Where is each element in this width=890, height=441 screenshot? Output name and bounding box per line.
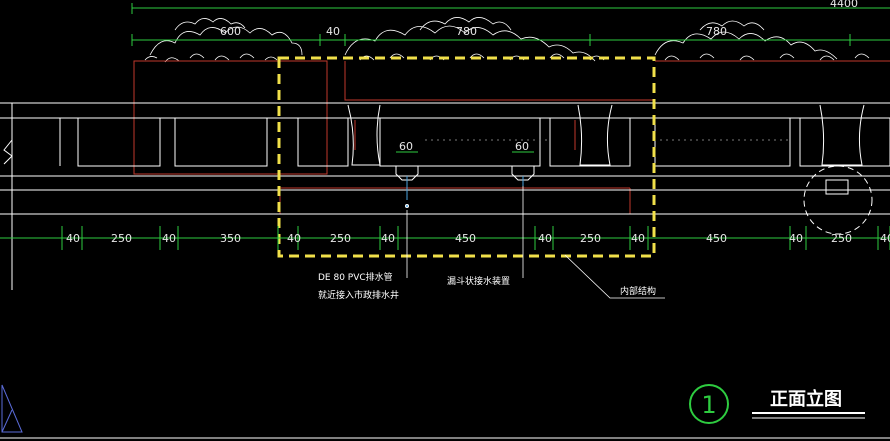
leader-lines: [406, 186, 665, 299]
dim-label-bottom: 40: [381, 232, 395, 245]
dim-60-left: 60: [399, 140, 413, 153]
highlight-callout-box: [277, 56, 656, 258]
wall-openings: [59, 117, 890, 167]
top-dimension-row: 600 40 780 780: [131, 25, 890, 46]
funnel-drain-right: [511, 165, 535, 186]
dim-label-bottom: 350: [220, 232, 241, 245]
dim-label-bottom: 40: [287, 232, 301, 245]
break-line-symbol: [3, 103, 13, 290]
dim-60-right: 60: [515, 140, 529, 153]
dim-label-bottom: 250: [111, 232, 132, 245]
dim-label-bottom: 250: [580, 232, 601, 245]
dim-label-bottom: 450: [455, 232, 476, 245]
dim-label-bottom: 250: [831, 232, 852, 245]
dim-label-bottom: 250: [330, 232, 351, 245]
planter-red-outlines: [133, 60, 890, 215]
dim-40-top: 40: [326, 25, 340, 38]
dim-600: 600: [220, 25, 241, 38]
dim-label-bottom: 40: [789, 232, 803, 245]
dim-total: 4400: [830, 0, 858, 10]
detail-block: [825, 179, 849, 195]
label-drain-device: 漏斗状接水装置: [447, 275, 510, 287]
tree-trunks: [347, 104, 865, 166]
label-pvc-connect: 就近接入市政排水井: [318, 289, 399, 301]
funnel-drain-left: [395, 165, 419, 208]
dim-label-bottom: 40: [66, 232, 80, 245]
title-text: 正面立图: [770, 388, 842, 410]
title-number: 1: [701, 391, 716, 419]
label-pvc-pipe: DE 80 PVC排水管: [318, 271, 393, 283]
dim-780-a: 780: [456, 25, 477, 38]
detail-circle: [803, 165, 873, 235]
dim-label-bottom: 40: [538, 232, 552, 245]
bottom-dimension-chain: 40 250 40 350 40 250 40 450 40 250 40 450 40 250 40: [0, 226, 890, 250]
title-block: 1 正面立图: [689, 384, 865, 424]
dim-label-bottom: 40: [631, 232, 645, 245]
ucs-triangle-icon: [1, 384, 23, 433]
title-number-circle: [689, 384, 729, 424]
top-total-dimension: 4400: [131, 0, 890, 14]
dim-label-bottom: 40: [162, 232, 176, 245]
pipe-width-dims: 60 60: [396, 140, 534, 153]
dim-780-b: 780: [706, 25, 727, 38]
dim-label-bottom: 40: [880, 232, 890, 245]
label-inner-structure: 内部结构: [620, 285, 656, 297]
dim-label-bottom: 450: [706, 232, 727, 245]
